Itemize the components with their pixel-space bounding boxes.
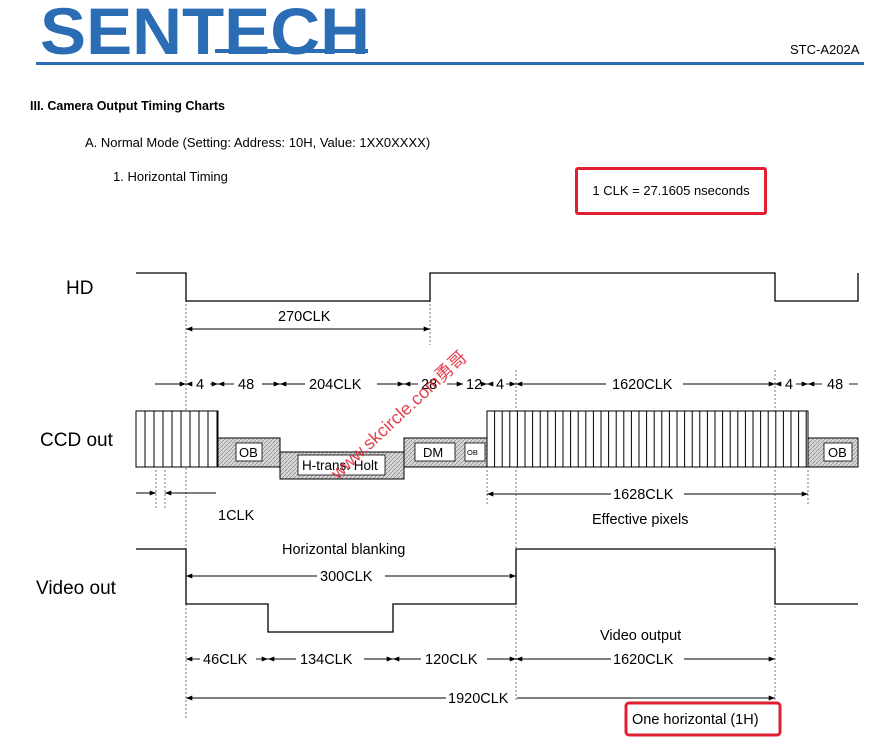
one-horizontal-highlight [624, 701, 782, 737]
subsubsection-title: 1. Horizontal Timing [113, 169, 228, 184]
ccd-ob-label-1: OB [239, 445, 258, 460]
ccd-1628clk-label: 1628CLK [613, 487, 674, 503]
ccd-28clk-label: 28 [421, 377, 437, 393]
video-out-signal-label: Video out [36, 578, 117, 599]
ccd-waveform [135, 410, 859, 480]
hd-signal-label: HD [66, 278, 93, 299]
header-rule [36, 62, 864, 65]
horizontal-blanking-label: Horizontal blanking [282, 542, 405, 558]
ccd-1620clk-label: 1620CLK [612, 377, 673, 393]
ccd-12clk-label: 12 [466, 377, 482, 393]
video-1920clk-label: 1920CLK [448, 691, 509, 707]
ccd-4clk-label-1: 4 [196, 377, 204, 393]
ccd-ob-label-small: OB [467, 448, 478, 457]
video-out-waveform [136, 548, 858, 633]
video-120clk-label: 120CLK [425, 652, 478, 668]
ccd-4clk-label-3: 4 [785, 377, 793, 393]
sentech-logo: SENTECH [40, 0, 370, 62]
ccd-48clk-label-1: 48 [238, 377, 254, 393]
subsection-title: A. Normal Mode (Setting: Address: 10H, V… [85, 135, 431, 150]
video-134clk-label: 134CLK [300, 652, 353, 668]
document-id: STC-A202A [790, 42, 860, 57]
hd-waveform [136, 272, 859, 302]
video-300clk-label: 300CLK [320, 569, 373, 585]
reference-lines [155, 300, 809, 718]
ccd-out-signal-label: CCD out [40, 430, 114, 451]
ccd-ob-label-2: OB [828, 445, 847, 460]
video-output-label: Video output [600, 628, 681, 644]
ccd-dm-label: DM [423, 445, 443, 460]
ccd-48clk-label-2: 48 [827, 377, 843, 393]
section-title: III. Camera Output Timing Charts [30, 99, 225, 113]
one-horizontal-label: One horizontal (1H) [632, 712, 759, 728]
video-1620clk-label: 1620CLK [613, 652, 674, 668]
ccd-4clk-label-2: 4 [496, 377, 504, 393]
clk-period-note: 1 CLK = 27.1605 nseconds [575, 167, 767, 215]
hd-270clk-label: 270CLK [278, 309, 331, 325]
video-dimension-arrows [186, 656, 775, 701]
ccd-1clk-label: 1CLK [218, 508, 255, 524]
video-46clk-label: 46CLK [203, 652, 248, 668]
ccd-htrans-label: H-trans. Holt [302, 458, 378, 473]
ccd-204clk-label: 204CLK [309, 377, 362, 393]
effective-pixels-label: Effective pixels [592, 512, 688, 528]
